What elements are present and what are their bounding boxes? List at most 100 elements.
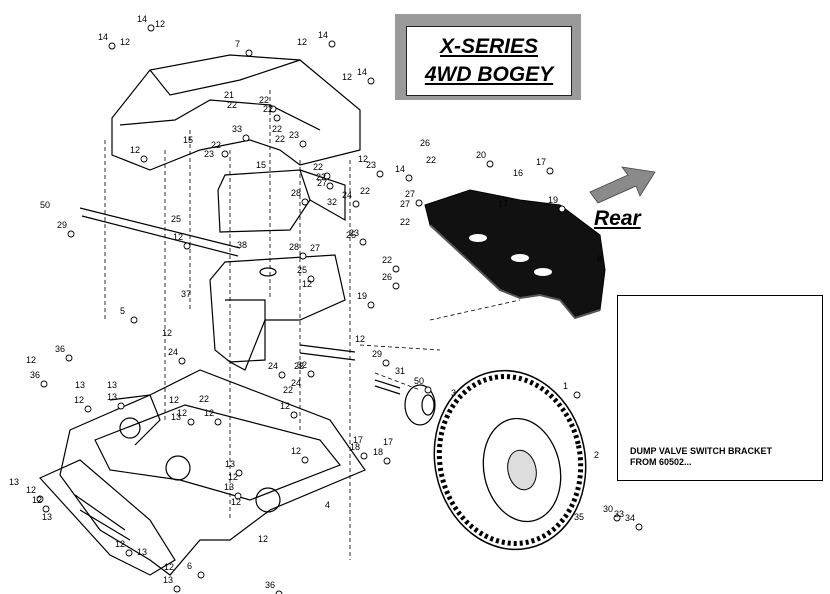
part-callout: 50 [40,200,50,210]
part-callout: 33 [614,509,624,519]
part-callout: 13 [224,482,234,492]
part-callout: 17 [353,435,363,445]
part-callout: 23 [289,130,299,140]
part-callout: 14 [98,32,108,42]
bolt-icon [125,549,133,557]
part-callout: 23 [366,160,376,170]
hub-inner [421,394,435,416]
part-callout: 22 [426,155,436,165]
part-callout: 22 [199,394,209,404]
bolt-icon [573,391,581,399]
bolt-icon [278,371,286,379]
part-callout: 32 [327,197,337,207]
part-callout: 12 [130,145,140,155]
bolt-icon [613,514,621,522]
bolt-icon [67,230,75,238]
valve-block [217,169,311,233]
leader-lines [359,299,521,391]
pivot-hole-right [255,487,281,513]
part-callout: 12 [32,495,42,505]
bolt-icon [392,282,400,290]
part-callout: 13 [9,477,19,487]
part-callout: 31 [395,366,405,376]
rear-direction-label: Rear [594,207,641,230]
rear-arrow-icon [589,166,656,204]
part-callout: 32 [297,360,307,370]
valve-block-side [299,169,346,222]
weight-plate-hole [511,254,529,262]
long-axle [79,207,241,257]
part-callout: 24 [268,361,278,371]
part-callout: 27 [310,243,320,253]
part-callout: 12 [280,401,290,411]
part-callout: 22 [400,217,410,227]
inset-panel: DUMP VALVE SWITCH BRACKET FROM 60502... [617,295,823,481]
part-callout: 12 [120,37,130,47]
part-callout: 25 [297,265,307,275]
bolt-icon [405,174,413,182]
bolt-icon [328,40,336,48]
weight-plate-hole [534,268,552,276]
bolt-icon [415,199,423,207]
bolt-icon [273,114,281,122]
part-callout: 2 [594,450,599,460]
part-callout: 12 [204,408,214,418]
lower-frame-rib [109,394,161,446]
bolt-icon [376,170,384,178]
bolt-icon [65,354,73,362]
part-callout: 13 [107,380,117,390]
part-callout: 22 [360,186,370,196]
frame-outline [111,54,361,171]
guide-lines [104,90,351,560]
part-callout: 12 [355,334,365,344]
part-callout: 36 [30,370,40,380]
rim-center [507,449,537,491]
part-callout: 16 [513,168,523,178]
part-callout: 24 [168,347,178,357]
pivot-hole-center [165,455,191,481]
bolt-icon [108,42,116,50]
bolt-icon [173,585,181,593]
part-callout: 12 [231,497,241,507]
bolt-icon [234,492,242,500]
part-callout: 26 [382,272,392,282]
weight-plate [424,189,606,319]
fastener-glyphs [36,24,643,594]
part-callout: 25 [171,214,181,224]
bolt-icon [367,301,375,309]
bolt-icon [235,469,243,477]
part-callout: 12 [74,395,84,405]
title-line-1: X-SERIES [439,35,539,58]
part-callout: 12 [302,279,312,289]
part-callout: 17 [536,157,546,167]
part-callout: 27 [405,189,415,199]
bolt-icon [42,505,50,513]
part-callout: 29 [372,349,382,359]
part-callout: 18 [350,442,360,452]
bolt-icon [301,456,309,464]
hub [404,384,436,426]
part-callout: 5 [120,306,125,316]
hub-spindle [374,379,401,395]
part-callout: 15 [256,160,266,170]
bolt-icon [275,590,283,594]
bolt-icon [117,402,125,410]
bolt-icon [84,405,92,413]
part-callout: 36 [265,580,275,590]
inset-caption: DUMP VALVE SWITCH BRACKET FROM 60502... [630,446,816,468]
bolt-icon [383,457,391,465]
part-callout: 23 [204,149,214,159]
part-callout: 12 [297,37,307,47]
part-callout: 20 [476,150,486,160]
bolt-icon [360,452,368,460]
bolt-icon [269,105,277,113]
bolt-icon [299,252,307,260]
part-callout: 12 [258,534,268,544]
bolt-icon [359,238,367,246]
bolt-icon [546,167,554,175]
part-callout: 12 [162,328,172,338]
part-callout: 50 [414,376,424,386]
bolt-icon [367,77,375,85]
